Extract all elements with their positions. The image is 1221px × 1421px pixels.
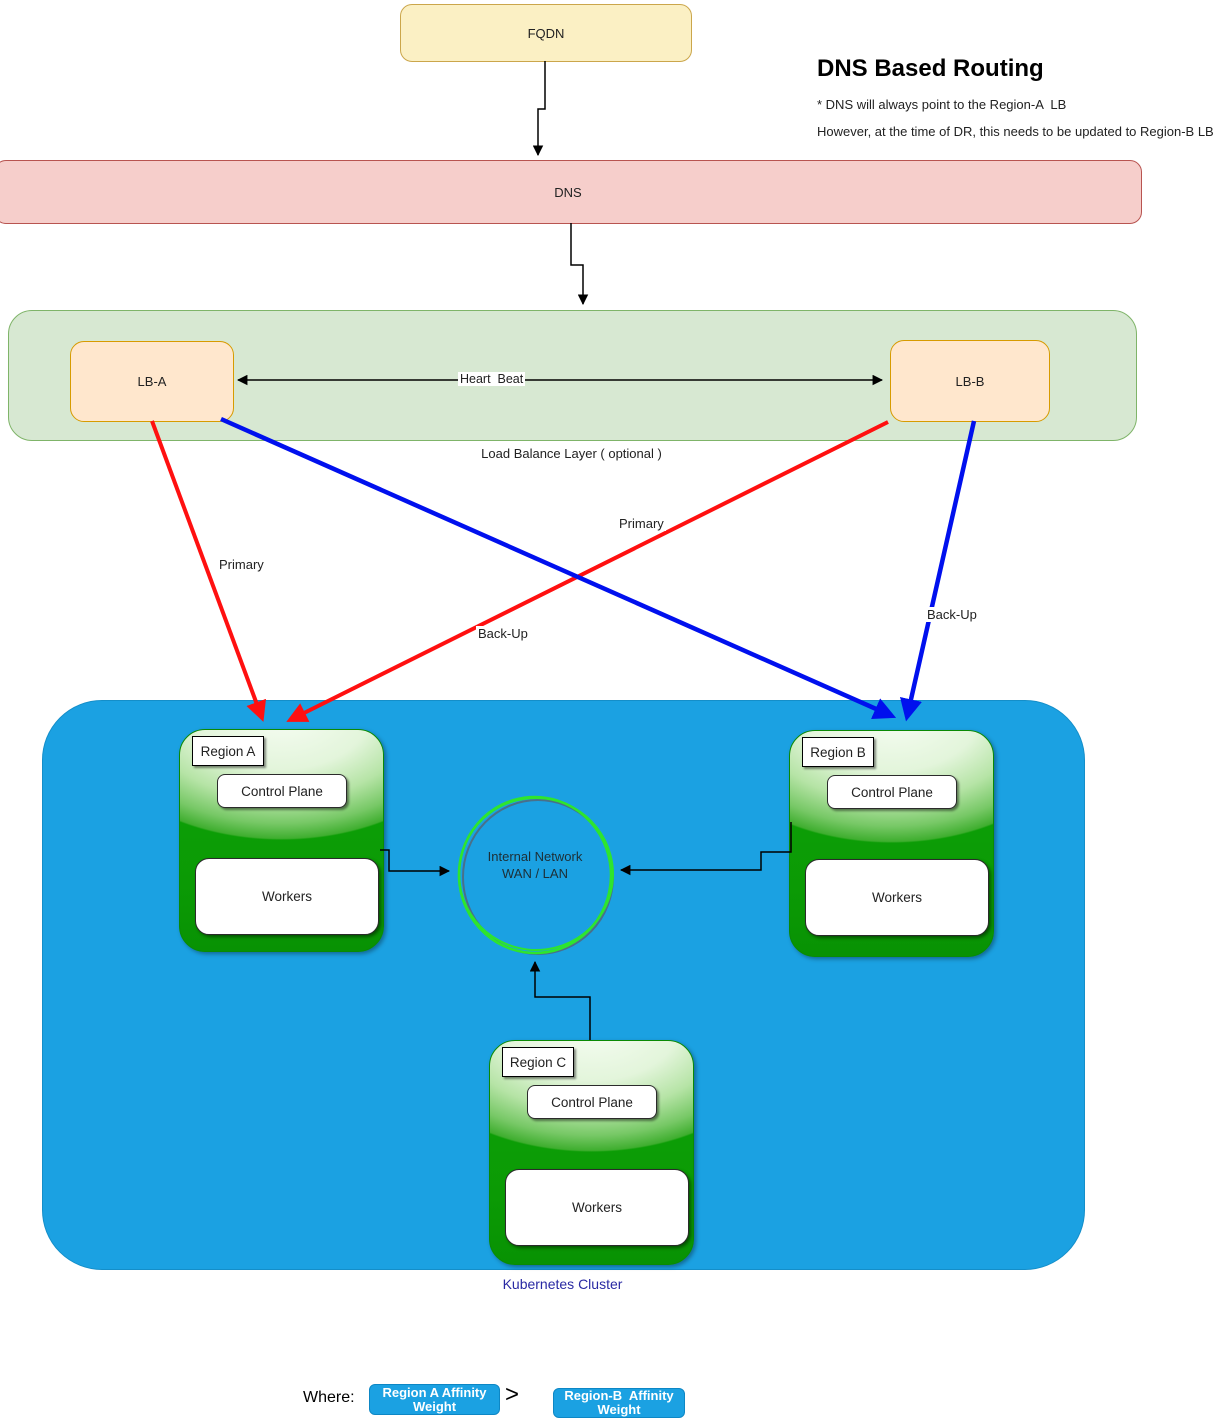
- region-c-box: Region C Control Plane Workers: [489, 1040, 694, 1265]
- legend-region-b-line2: Weight: [597, 1402, 641, 1417]
- heartbeat-label: Heart Beat: [458, 372, 526, 386]
- note-line-1: * DNS will always point to the Region-A …: [817, 97, 1067, 112]
- region-b-box: Region B Control Plane Workers: [789, 730, 994, 957]
- region-b-workers: Workers: [805, 859, 989, 936]
- page-title: DNS Based Routing: [817, 55, 1044, 82]
- backup-label-right: Back-Up: [925, 607, 979, 622]
- legend-greater-than: >: [505, 1381, 520, 1408]
- lb-b-label: LB-B: [955, 373, 985, 389]
- fqdn-node: FQDN: [400, 4, 692, 62]
- dns-node: DNS: [0, 160, 1142, 224]
- internal-network-label: Internal Network WAN / LAN: [460, 848, 610, 882]
- dns-to-lb-connector: [570, 223, 589, 306]
- legend-region-b-line1: Region-B Affinity: [564, 1388, 674, 1403]
- legend-region-a-line1: Region A Affinity: [382, 1384, 487, 1400]
- lb-a-node: LB-A: [70, 341, 234, 422]
- load-balance-layer-caption: Load Balance Layer ( optional ): [481, 446, 662, 461]
- legend-region-a-weight: Region A Affinity Weight: [369, 1384, 500, 1415]
- region-a-title: Region A: [192, 736, 264, 766]
- region-a-control-plane: Control Plane: [217, 774, 347, 808]
- region-c-title: Region C: [502, 1047, 574, 1077]
- kubernetes-cluster-caption: Kubernetes Cluster: [502, 1276, 623, 1292]
- lb-a-label: LB-A: [137, 374, 167, 389]
- region-a-box: Region A Control Plane Workers: [179, 729, 384, 952]
- lb-b-backup-arrow: [900, 420, 977, 722]
- region-b-title: Region B: [802, 737, 874, 767]
- lb-b-primary-arrow: [286, 420, 889, 722]
- legend-region-a-line2: Weight: [412, 1398, 457, 1414]
- legend-region-b-weight: Region-B Affinity Weight: [553, 1388, 685, 1418]
- legend-where-label: Where:: [303, 1389, 355, 1406]
- lb-a-backup-arrow: [220, 416, 897, 720]
- primary-label-right: Primary: [617, 516, 666, 531]
- region-b-control-plane: Control Plane: [827, 775, 957, 809]
- region-c-workers: Workers: [505, 1169, 689, 1246]
- fqdn-label: FQDN: [527, 25, 565, 41]
- backup-label-left: Back-Up: [476, 626, 530, 641]
- primary-label-left: Primary: [217, 557, 266, 572]
- lb-b-node: LB-B: [890, 340, 1050, 422]
- internal-network-line2: WAN / LAN: [502, 866, 568, 881]
- dns-label: DNS: [554, 184, 582, 200]
- region-c-control-plane: Control Plane: [527, 1085, 657, 1119]
- note-line-2: However, at the time of DR, this needs t…: [817, 124, 1214, 139]
- internal-network-line1: Internal Network: [487, 849, 583, 864]
- region-a-workers: Workers: [195, 858, 379, 935]
- fqdn-to-dns-connector: [532, 61, 546, 157]
